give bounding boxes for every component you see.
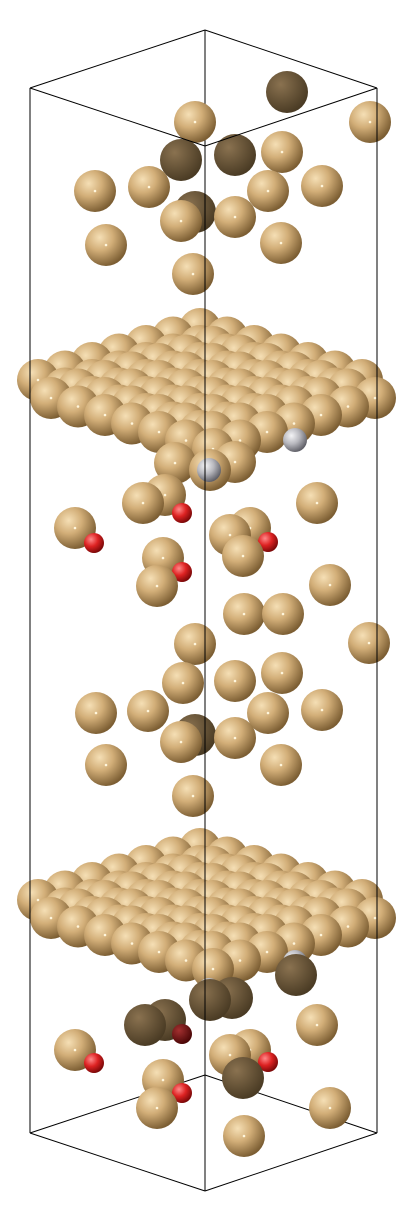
atom-highlight <box>157 430 161 434</box>
atom-highlight <box>265 430 269 434</box>
atom-highlight <box>141 501 145 505</box>
atoms <box>17 71 396 1157</box>
o-atom <box>84 533 104 553</box>
o-atom <box>172 1024 192 1044</box>
atom-highlight <box>104 243 108 247</box>
atom-highlight <box>373 916 377 920</box>
cu-atom <box>189 979 231 1021</box>
atom-highlight <box>173 461 177 465</box>
atom-highlight <box>238 439 242 442</box>
cu-atom <box>160 139 202 181</box>
atom-highlight <box>233 679 237 683</box>
atom-highlight <box>292 942 296 945</box>
atom-highlight <box>76 925 80 928</box>
atom-highlight <box>73 526 77 530</box>
atom-highlight <box>73 1048 77 1052</box>
o-atom <box>172 503 192 523</box>
atom-highlight <box>76 405 80 408</box>
atom-highlight <box>319 933 323 937</box>
atom-highlight <box>163 493 167 497</box>
cell-edge <box>204 29 378 89</box>
atom-highlight <box>315 501 319 505</box>
cu-atom <box>275 954 317 996</box>
atom-highlight <box>179 740 183 744</box>
atom-highlight <box>233 215 237 219</box>
atom-highlight <box>161 556 165 560</box>
o-atom <box>172 562 192 582</box>
atom-highlight <box>315 1023 319 1027</box>
atom-highlight <box>320 708 324 712</box>
cell-edge <box>204 1132 378 1192</box>
atom-highlight <box>346 925 350 928</box>
atom-highlight <box>193 120 197 124</box>
atom-highlight <box>155 1106 159 1110</box>
atom-highlight <box>184 439 188 442</box>
atom-highlight <box>368 120 372 124</box>
atom-highlight <box>280 150 284 154</box>
atom-highlight <box>319 413 323 417</box>
atom-highlight <box>36 378 40 382</box>
atom-highlight <box>328 1106 332 1110</box>
atom-highlight <box>130 942 134 945</box>
atom-highlight <box>36 898 40 902</box>
cu-atom <box>222 1057 264 1099</box>
cell-edge <box>29 1132 206 1192</box>
atom-highlight <box>242 612 246 616</box>
atom-highlight <box>228 1053 232 1057</box>
atom-highlight <box>266 189 270 193</box>
atom-highlight <box>280 671 284 675</box>
o-atom <box>172 1083 192 1103</box>
cu-atom <box>124 1004 166 1046</box>
cell-edge <box>29 87 206 147</box>
pt-atom <box>197 458 221 482</box>
atom-highlight <box>181 681 185 685</box>
cu-atom <box>266 71 308 113</box>
atom-highlight <box>147 185 151 189</box>
atom-highlight <box>130 422 134 425</box>
o-atom <box>258 532 278 552</box>
o-atom <box>84 1053 104 1073</box>
atom-highlight <box>161 1078 165 1082</box>
atom-highlight <box>193 642 197 646</box>
atom-highlight <box>238 959 242 962</box>
atom-highlight <box>346 405 350 408</box>
atom-highlight <box>279 763 283 767</box>
atom-highlight <box>157 950 161 954</box>
unit-cell-front-edges <box>29 87 378 1192</box>
atom-highlight <box>266 711 270 715</box>
atom-highlight <box>265 950 269 954</box>
atom-highlight <box>191 272 195 276</box>
atom-highlight <box>104 763 108 767</box>
atom-highlight <box>367 641 371 645</box>
atom-highlight <box>191 794 195 798</box>
atom-highlight <box>281 612 285 616</box>
atom-highlight <box>103 933 107 937</box>
atom-highlight <box>155 584 159 588</box>
atom-highlight <box>233 460 237 464</box>
atom-highlight <box>228 533 232 537</box>
atom-highlight <box>94 711 98 715</box>
atom-highlight <box>146 709 150 713</box>
pt-atom <box>283 428 307 452</box>
atom-highlight <box>103 413 107 417</box>
atom-highlight <box>233 736 237 740</box>
cell-edge <box>204 87 378 147</box>
atom-highlight <box>242 1134 246 1138</box>
atom-highlight <box>241 554 245 558</box>
atom-highlight <box>328 583 332 587</box>
atom-highlight <box>279 241 283 245</box>
atom-highlight <box>93 189 97 193</box>
atom-highlight <box>49 396 53 400</box>
atom-highlight <box>373 396 377 400</box>
o-atom <box>258 1052 278 1072</box>
atom-highlight <box>49 916 53 920</box>
cell-edge <box>29 29 206 89</box>
atom-highlight <box>179 219 183 223</box>
atom-highlight <box>292 422 296 425</box>
atom-highlight <box>184 959 188 962</box>
atom-highlight <box>320 184 324 188</box>
atom-highlight <box>211 967 215 971</box>
cu-atom <box>214 134 256 176</box>
